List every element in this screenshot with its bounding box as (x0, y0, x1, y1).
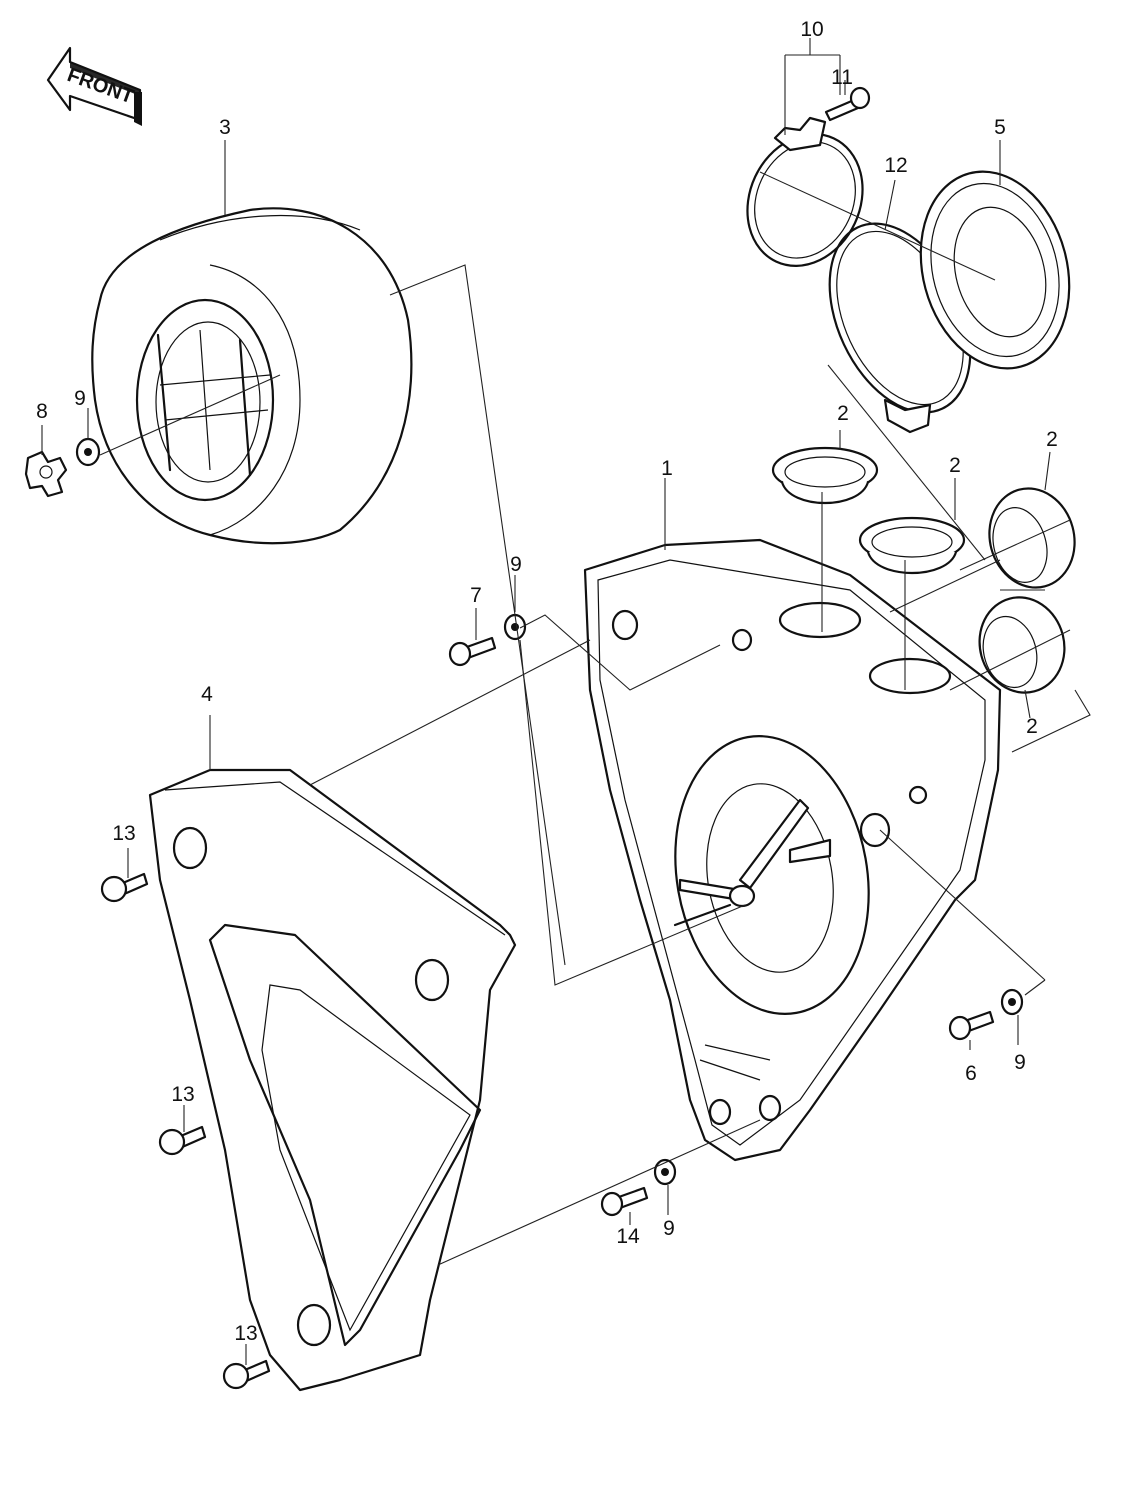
callout-13c: 13 (234, 1322, 257, 1345)
screw-7 (448, 636, 497, 667)
air-filter-element (91, 207, 413, 545)
clamp-band (746, 116, 864, 267)
air-cleaner-housing (583, 538, 1002, 1162)
callout-2a: 2 (837, 402, 849, 425)
callout-2d: 2 (1026, 715, 1038, 738)
washer-9d (653, 1158, 677, 1186)
callout-labels: 1 2 2 2 2 3 4 5 6 7 8 9 9 9 9 10 11 12 1… (36, 18, 1058, 1345)
clamp-bolt (824, 86, 871, 122)
callout-5: 5 (994, 116, 1006, 139)
screw-13a (100, 872, 149, 903)
screw-13b (158, 1125, 207, 1156)
callout-6: 6 (965, 1062, 977, 1085)
screw-14 (600, 1186, 649, 1217)
callout-9c: 9 (1014, 1051, 1026, 1074)
callout-9a: 9 (74, 387, 86, 410)
callout-3: 3 (219, 116, 231, 139)
inlet-duct (919, 170, 1071, 370)
wing-nut (24, 450, 68, 498)
callout-8: 8 (36, 400, 48, 423)
rubber-cap-2b (858, 516, 966, 575)
washer-9c (1000, 988, 1024, 1016)
leader-lines (41, 38, 1091, 1365)
rubber-cap-2c (988, 487, 1076, 589)
callout-12: 12 (884, 154, 907, 177)
callout-4: 4 (201, 683, 213, 706)
side-cover (148, 768, 517, 1392)
rubber-cap-2a (771, 446, 879, 505)
washer-9a (75, 437, 101, 467)
callout-2c: 2 (1046, 428, 1058, 451)
callout-10: 10 (800, 18, 823, 41)
callout-9d: 9 (663, 1217, 675, 1240)
screw-6 (948, 1010, 995, 1041)
callout-7: 7 (470, 584, 482, 607)
callout-9b: 9 (510, 553, 522, 576)
callout-1: 1 (661, 457, 673, 480)
callout-11: 11 (831, 66, 853, 89)
callout-2b: 2 (949, 454, 961, 477)
callout-14: 14 (616, 1225, 640, 1248)
screw-13c (222, 1359, 271, 1390)
callout-13b: 13 (171, 1083, 194, 1106)
callout-13a: 13 (112, 822, 135, 845)
front-direction-arrow: FRONT (46, 46, 142, 126)
